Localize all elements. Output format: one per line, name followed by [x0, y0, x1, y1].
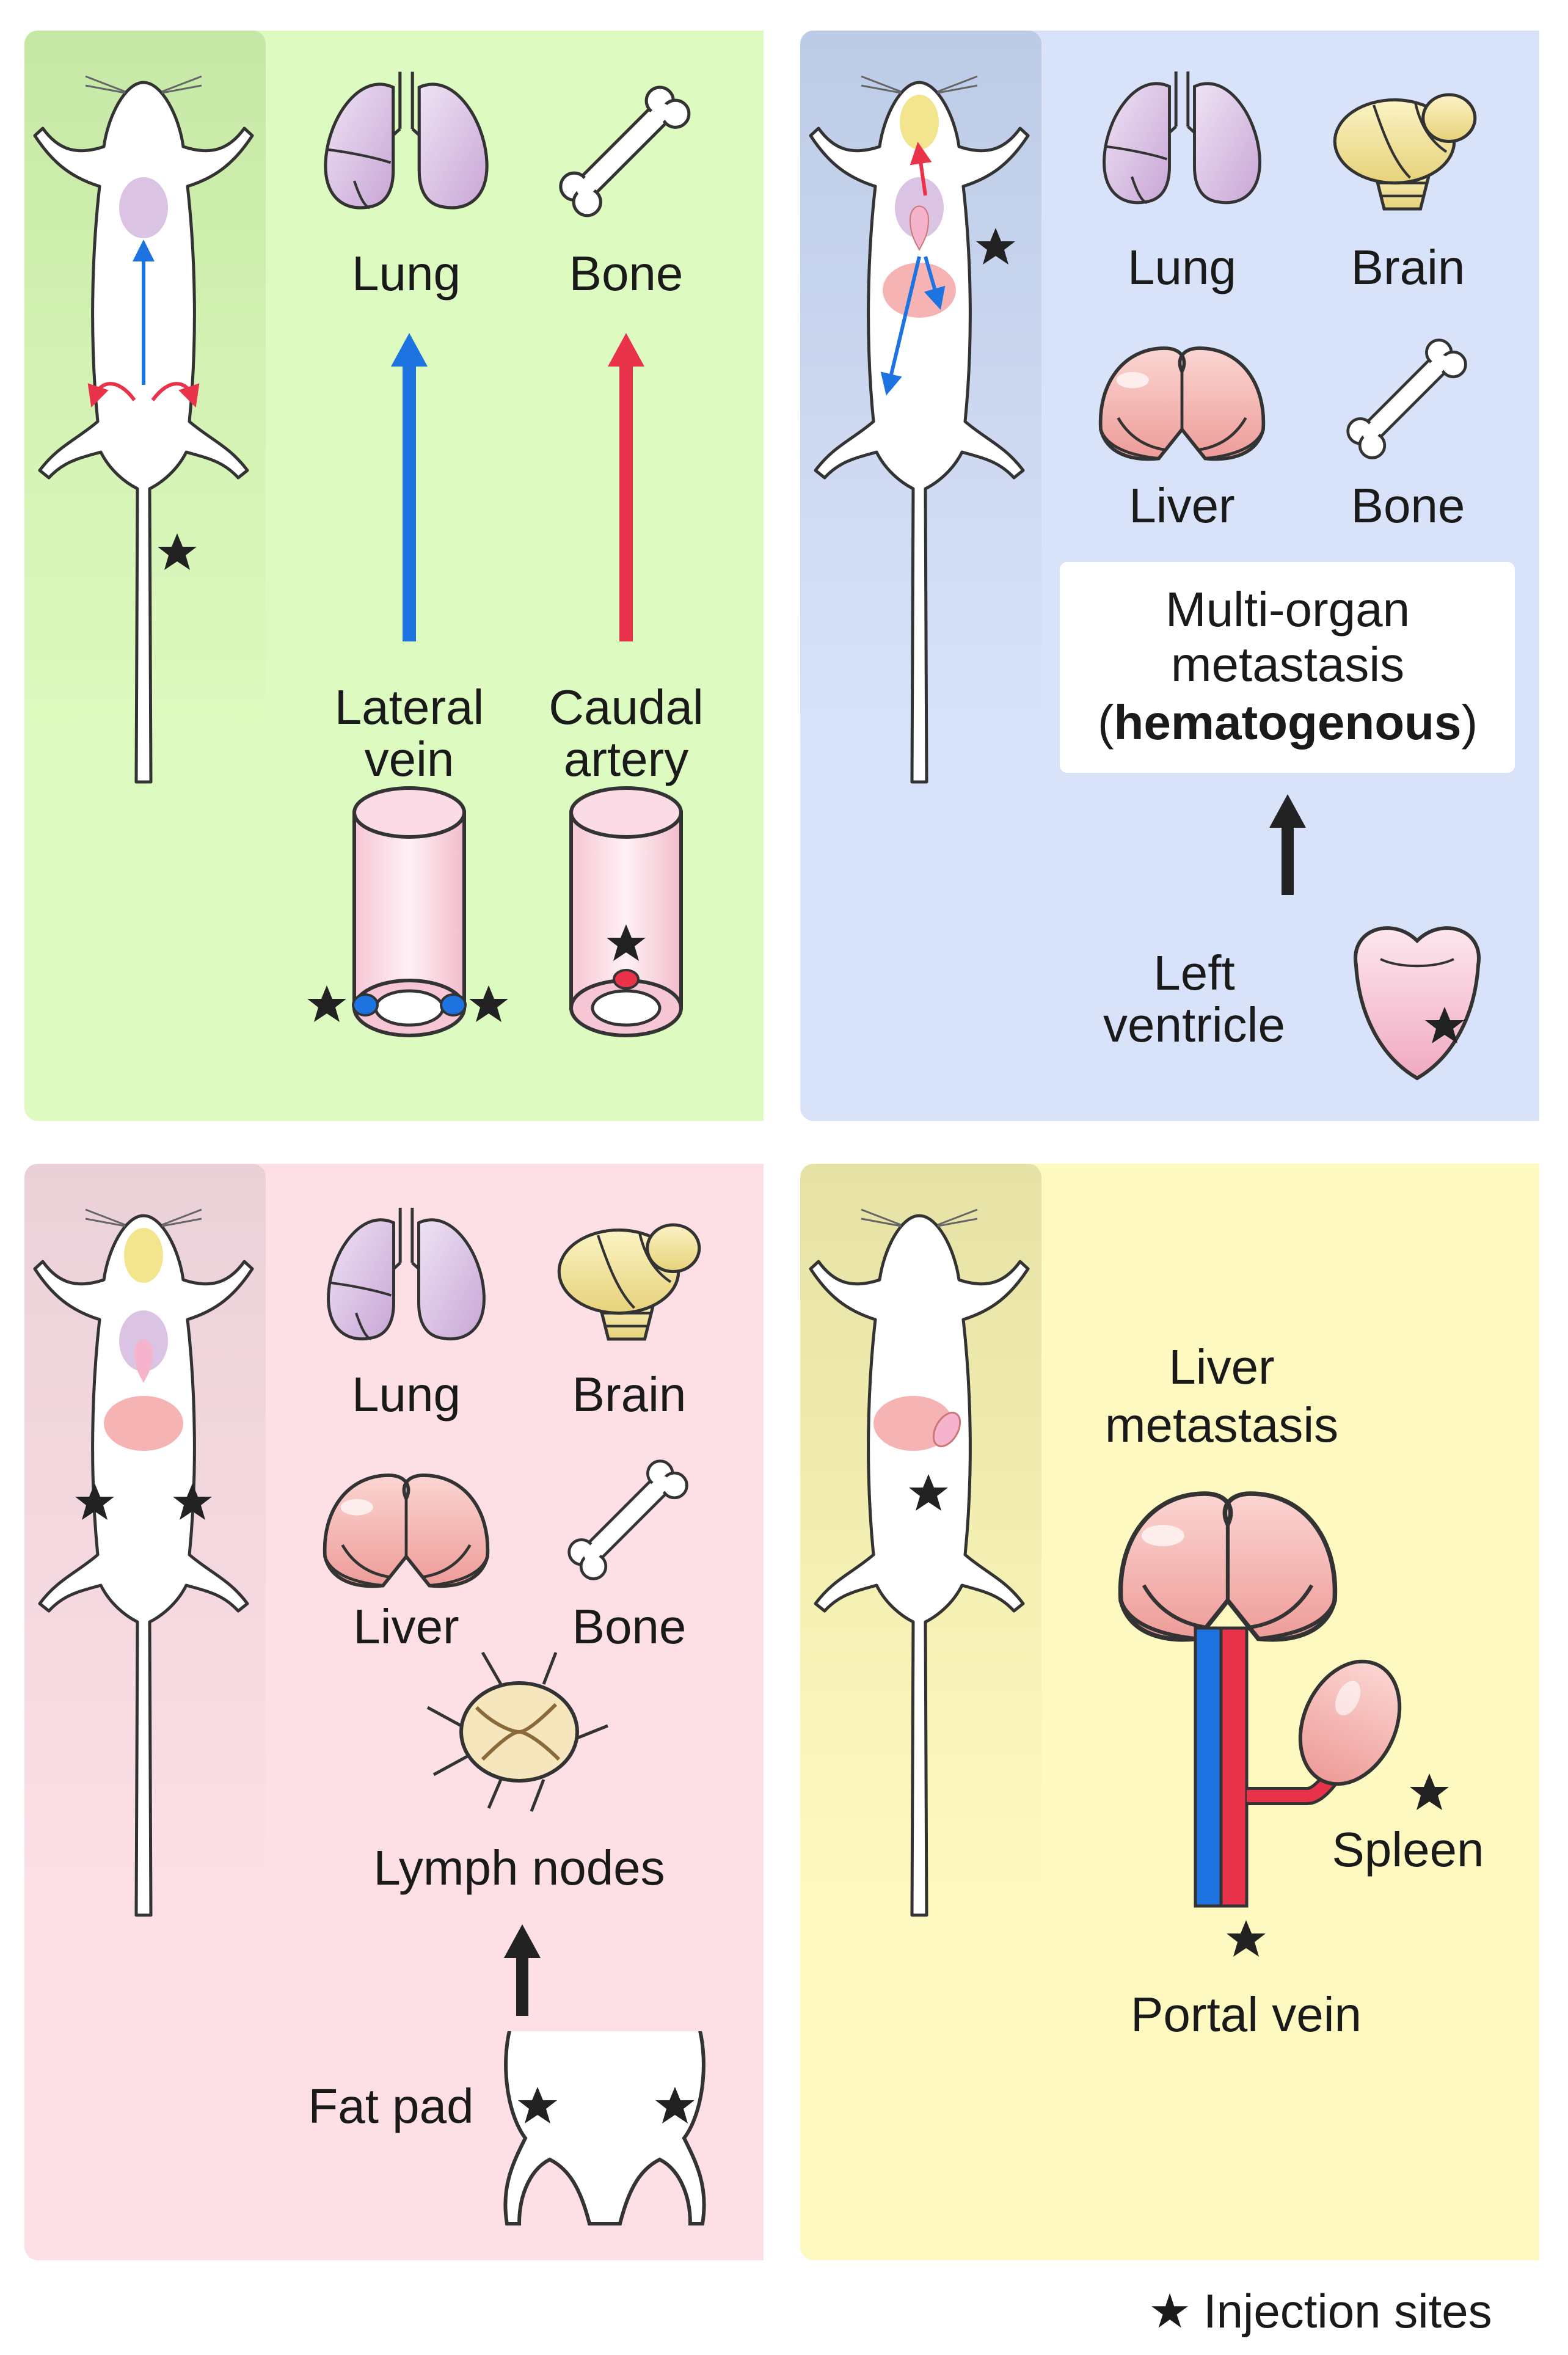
title-line2: metastasis — [1105, 1398, 1338, 1452]
organ-label-lymph-nodes: Lymph nodes — [373, 1841, 665, 1895]
mouse-illustration — [811, 76, 1028, 782]
label-portal-vein: Portal vein — [1131, 1987, 1362, 2042]
heart-icon — [1354, 926, 1481, 1081]
title-line1: Liver — [1169, 1340, 1274, 1394]
result-box — [1060, 562, 1515, 773]
mouse-illustration — [35, 1210, 252, 1915]
result-line2: metastasis — [1171, 637, 1404, 692]
organ-label-lung: Lung — [1128, 240, 1236, 294]
route-caudal-line1: Caudal — [549, 680, 704, 734]
legend: ★ Injection sites — [1148, 2284, 1492, 2338]
legend-label: Injection sites — [1203, 2284, 1492, 2338]
result-line3: (hematogenous) — [1098, 695, 1478, 750]
organ-label-brain: Brain — [1351, 240, 1465, 294]
site-label-fat-pad: Fat pad — [308, 2079, 473, 2133]
organ-label-bone: Bone — [1351, 478, 1465, 533]
result-line1: Multi-organ — [1165, 582, 1410, 637]
legend-star: ★ — [1148, 2284, 1191, 2338]
organ-label-liver: Liver — [1129, 478, 1234, 533]
panel-tail-vein: Lung Bone Lateral vein Caudal artery — [24, 31, 764, 1121]
mouse-illustration — [811, 1210, 1028, 1915]
mouse-illustration — [35, 76, 252, 782]
organ-label-bone: Bone — [572, 1599, 687, 1654]
lymph-node-icon — [426, 1651, 608, 1812]
site-line2: ventricle — [1103, 998, 1285, 1052]
organ-label-lung: Lung — [352, 246, 461, 301]
organ-label-liver: Liver — [353, 1599, 459, 1654]
panel-left-ventricle: Lung Brain Liver Bone Multi-organ metast… — [800, 31, 1539, 1121]
route-lateral-line1: Lateral — [335, 680, 484, 734]
panel-spleen-portal: Liver metastasis Spleen Portal vein — [800, 1164, 1539, 2260]
fat-pad-illustration — [503, 2016, 706, 2225]
label-spleen: Spleen — [1332, 1822, 1484, 1877]
route-caudal-line2: artery — [564, 732, 689, 786]
organ-label-brain: Brain — [572, 1367, 687, 1422]
organ-label-lung: Lung — [352, 1367, 461, 1422]
spleen-icon — [1298, 1659, 1402, 1786]
site-line1: Left — [1153, 946, 1234, 1000]
panel-fat-pad: Lung Brain Liver Bone Lymph nodes Fat pa… — [24, 1164, 764, 2260]
organ-label-bone: Bone — [569, 246, 684, 301]
tail-cross-section-vein — [307, 786, 508, 1037]
route-lateral-line2: vein — [365, 732, 454, 786]
tail-cross-section-artery — [569, 786, 683, 1037]
